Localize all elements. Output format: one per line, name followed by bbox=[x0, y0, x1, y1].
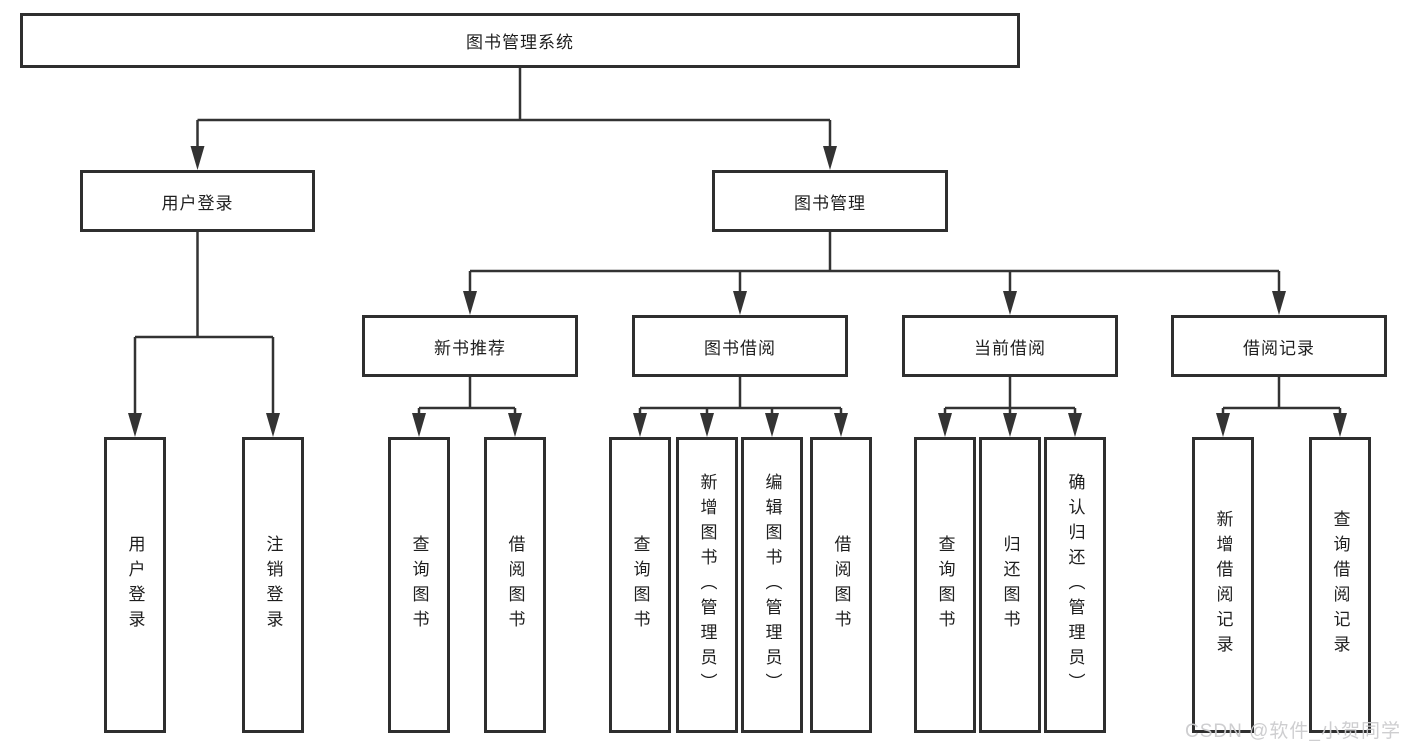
watermark-text: CSDN @软件_小贺同学 bbox=[1185, 721, 1401, 742]
arrowheads bbox=[128, 146, 1347, 437]
leaf-return-book: 归还图书 bbox=[979, 437, 1041, 733]
leaf-add-borrow-record: 新增借阅记录 bbox=[1192, 437, 1254, 733]
node-current-borrow: 当前借阅 bbox=[902, 315, 1118, 377]
node-borrow-records: 借阅记录 bbox=[1171, 315, 1387, 377]
leaf-query-books-2: 查询图书 bbox=[609, 437, 671, 733]
node-book-management: 图书管理 bbox=[712, 170, 948, 232]
leaf-query-borrow-record: 查询借阅记录 bbox=[1309, 437, 1371, 733]
node-user-login: 用户登录 bbox=[80, 170, 315, 232]
leaf-query-books-3: 查询图书 bbox=[914, 437, 976, 733]
node-new-book-recommend: 新书推荐 bbox=[362, 315, 578, 377]
leaf-edit-book-admin: 编辑图书（管理员） bbox=[741, 437, 803, 733]
leaf-borrow-books-1: 借阅图书 bbox=[484, 437, 546, 733]
leaf-query-books-1: 查询图书 bbox=[388, 437, 450, 733]
leaf-borrow-books-2: 借阅图书 bbox=[810, 437, 872, 733]
leaf-add-book-admin: 新增图书（管理员） bbox=[676, 437, 738, 733]
leaf-logout: 注销登录 bbox=[242, 437, 304, 733]
node-library-system: 图书管理系统 bbox=[20, 13, 1020, 68]
leaf-user-login: 用户登录 bbox=[104, 437, 166, 733]
node-book-borrow: 图书借阅 bbox=[632, 315, 848, 377]
leaf-confirm-return-admin: 确认归还（管理员） bbox=[1044, 437, 1106, 733]
